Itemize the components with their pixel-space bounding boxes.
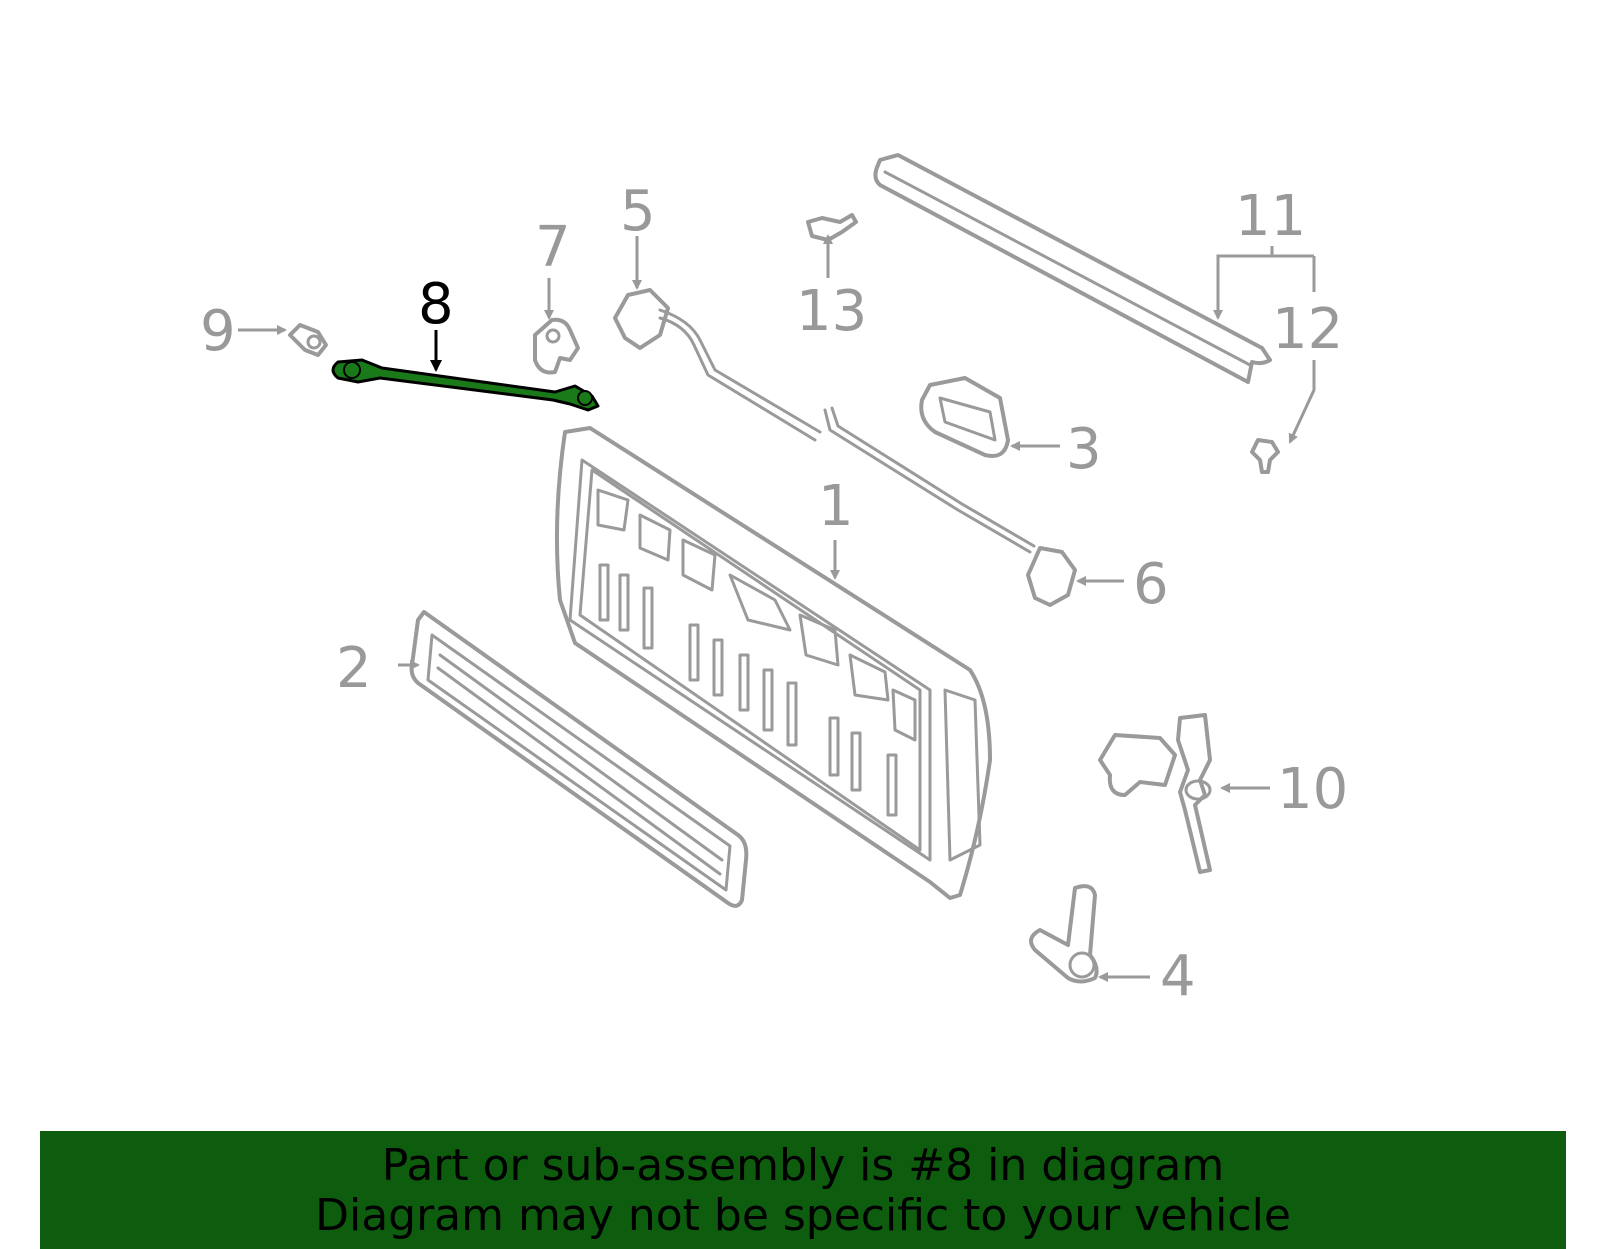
support-cable-drawing [331, 358, 600, 412]
banner-line-1: Part or sub-assembly is #8 in diagram [381, 1140, 1225, 1191]
leader-lines [238, 234, 1316, 982]
callout-13: 13 [796, 279, 867, 344]
callout-8: 8 [418, 272, 454, 337]
handle-bezel-drawing [919, 376, 1010, 458]
callout-1: 1 [818, 474, 854, 539]
banner-line-2: Diagram may not be specific to your vehi… [315, 1190, 1291, 1241]
bolt-drawing [288, 323, 328, 357]
tailgate-inner-cover-drawing [409, 610, 749, 908]
left-latch-drawing [613, 288, 1036, 554]
tailgate-panel-drawing [554, 426, 992, 900]
callouts: 1 2 3 4 5 6 7 8 9 10 11 12 13 [200, 179, 1348, 1009]
screw-drawing [806, 213, 858, 242]
callout-9: 9 [200, 299, 236, 364]
callout-2: 2 [336, 636, 372, 701]
callout-3: 3 [1066, 417, 1102, 482]
striker-bracket-drawing [1029, 884, 1099, 984]
right-latch-drawing [1026, 546, 1077, 607]
callout-4: 4 [1160, 944, 1196, 1009]
info-banner: Part or sub-assembly is #8 in diagram Di… [40, 1131, 1566, 1249]
callout-10: 10 [1277, 757, 1348, 822]
callout-5: 5 [620, 179, 656, 244]
lock-cylinder-drawing [1098, 713, 1212, 874]
callout-12: 12 [1272, 297, 1343, 362]
callout-6: 6 [1133, 552, 1169, 617]
callout-7: 7 [535, 215, 571, 280]
clip-drawing [1250, 438, 1280, 474]
callout-11: 11 [1235, 184, 1306, 249]
top-protector-drawing [873, 153, 1272, 384]
cable-bracket-drawing [533, 317, 580, 375]
